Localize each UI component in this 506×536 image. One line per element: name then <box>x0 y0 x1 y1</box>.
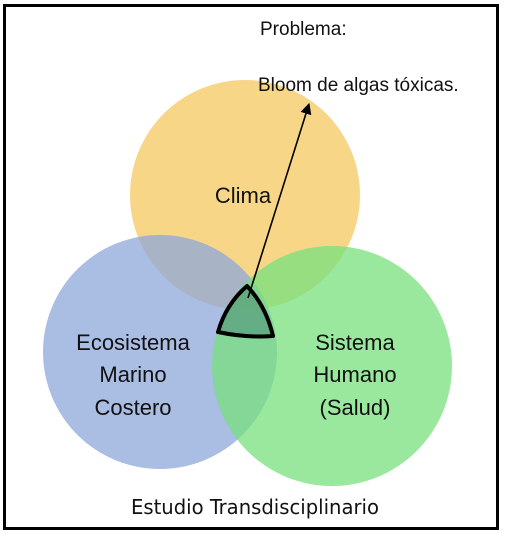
footer-label: Estudio Transdisciplinario <box>131 495 379 519</box>
problem-arrow <box>247 102 312 299</box>
label-sistema: Sistema <box>315 330 395 355</box>
label-costero: Costero <box>94 395 171 420</box>
problem-text: Bloom de algas tóxicas. <box>258 75 459 96</box>
label-humano: Humano <box>313 362 396 387</box>
label-clima: Clima <box>215 183 272 208</box>
label-salud: (Salud) <box>320 395 391 420</box>
label-ecosistema: Ecosistema <box>76 330 190 355</box>
intersection-triangle <box>216 284 275 339</box>
circle-ecosistema <box>43 235 277 469</box>
circle-sistema-humano <box>212 246 452 486</box>
problem-heading: Problema: <box>260 19 347 40</box>
label-marino: Marino <box>99 362 166 387</box>
